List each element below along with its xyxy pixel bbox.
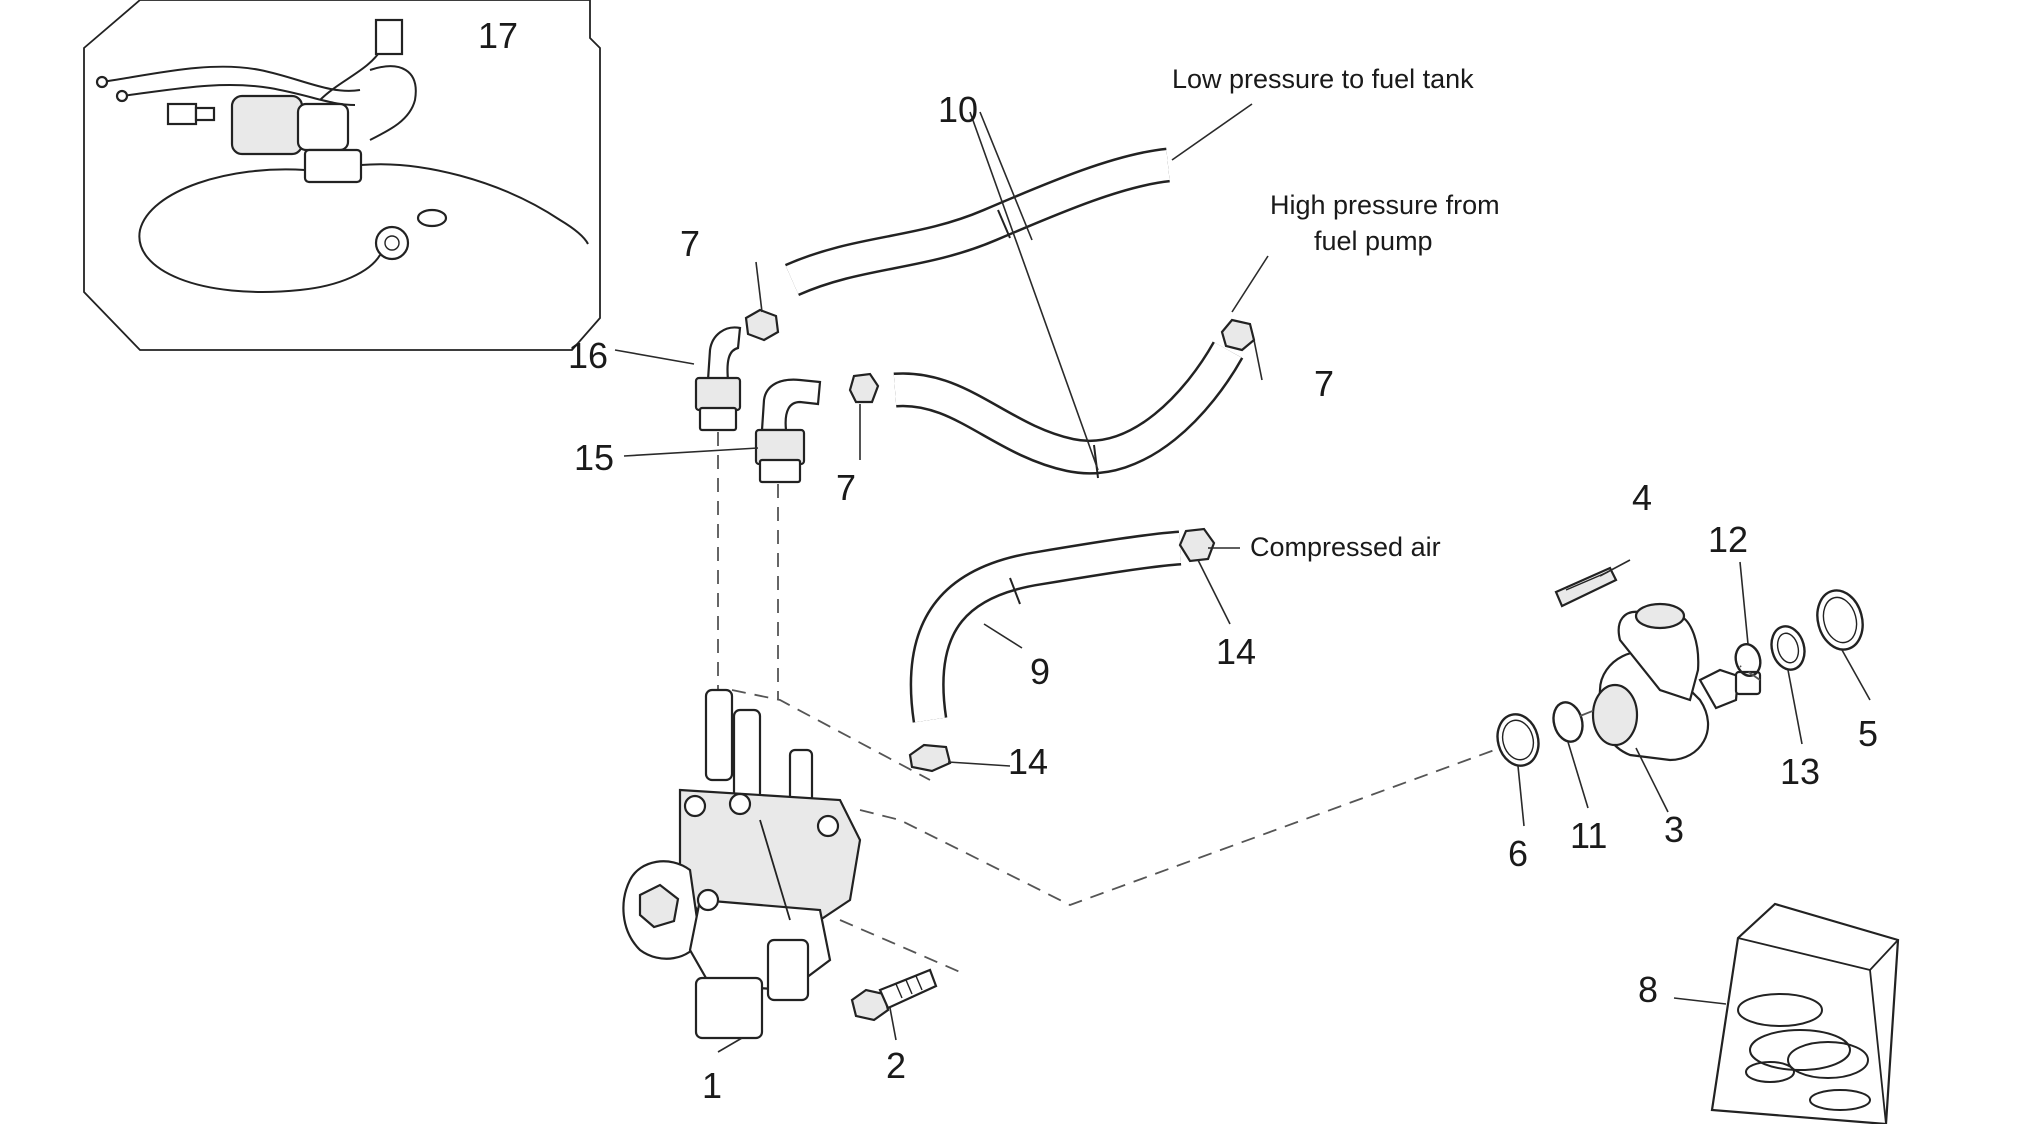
annotation-compressed-air: Compressed air: [1250, 532, 1441, 562]
seal-ring-5: [1816, 589, 1864, 651]
part-number-14-upper: 14: [1216, 631, 1256, 672]
o-ring-11: [1552, 701, 1584, 743]
hose-clamp-14-lower: [908, 743, 952, 773]
wiring-kit-inset: 17: [83, 0, 601, 351]
hose-clamp-14-upper: [1178, 527, 1216, 563]
bolt-2: [850, 968, 938, 1022]
part-number-8: 8: [1638, 969, 1658, 1010]
elbow-connector-16: [694, 326, 742, 432]
part-number-7-upper: 7: [680, 223, 700, 264]
pump-alignment-line: [1579, 707, 1601, 717]
washer-13: [1770, 625, 1806, 671]
hose-high-pressure: [893, 341, 1244, 479]
annotation-low-pressure: Low pressure to fuel tank: [1172, 64, 1474, 94]
hose-compressed-air: [909, 530, 1182, 723]
part-number-16: 16: [568, 335, 608, 376]
alignment-lines: [717, 432, 1501, 973]
clip-4: [1554, 566, 1618, 608]
hose-low-pressure: [784, 147, 1171, 297]
hose-clamp-7-right: [1220, 318, 1256, 352]
pump-3: [1591, 602, 1762, 762]
part-number-17: 17: [478, 15, 518, 56]
part-number-12: 12: [1708, 519, 1748, 560]
seal-ring-6: [1496, 713, 1540, 767]
hose-clamp-7-upper: [744, 308, 780, 342]
hose-clamp-7-middle: [848, 372, 880, 404]
part-number-15: 15: [574, 437, 614, 478]
part-number-5: 5: [1858, 713, 1878, 754]
part-number-3: 3: [1664, 809, 1684, 850]
part-number-6: 6: [1508, 833, 1528, 874]
elbow-connector-15: [754, 378, 822, 484]
annotation-high-pressure-line1: High pressure from: [1270, 190, 1500, 220]
part-number-2: 2: [886, 1045, 906, 1086]
part-number-11: 11: [1570, 815, 1607, 856]
wiring-harness-drawing: [95, 18, 589, 293]
annotation-high-pressure-line2: fuel pump: [1314, 226, 1433, 256]
part-number-7-right: 7: [1314, 363, 1334, 404]
pump-outlet-alignment-line: [1739, 665, 1761, 681]
part-number-10: 10: [938, 89, 978, 130]
part-number-13: 13: [1780, 751, 1820, 792]
part-number-4: 4: [1632, 477, 1652, 518]
part-number-1: 1: [702, 1065, 722, 1106]
leader-lines: [614, 103, 1871, 1053]
valve-body-1: [622, 688, 862, 1040]
part-number-14-lower: 14: [1008, 741, 1048, 782]
part-number-7-middle: 7: [836, 467, 856, 508]
gasket-kit-8: [1710, 902, 1900, 1124]
part-number-9: 9: [1030, 651, 1050, 692]
